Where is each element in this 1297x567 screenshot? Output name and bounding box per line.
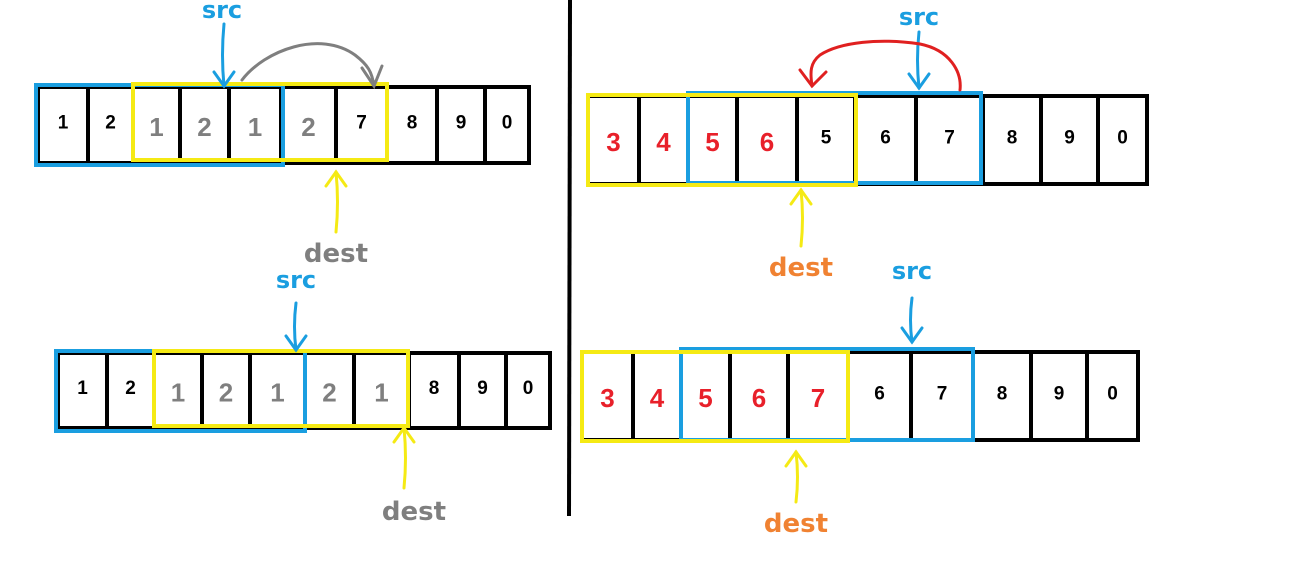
cell-value: 6 — [760, 127, 774, 157]
cell-value: 1 — [270, 378, 284, 408]
cell-value: 0 — [502, 113, 513, 134]
src-range-box — [679, 347, 975, 442]
dest-range-box — [586, 93, 858, 187]
cell-value: 1 — [374, 378, 388, 408]
cell-value: 8 — [429, 378, 440, 399]
dest-range-box — [131, 82, 389, 162]
dest-arrow — [794, 450, 799, 504]
array-cell — [483, 85, 531, 165]
dest-range-box — [152, 349, 410, 428]
src-arrow — [916, 30, 921, 90]
array-diagram-bottom-right: 3 4 5 6 7 6 7 8 9 0 src dest — [580, 257, 1140, 539]
cell-value: 5 — [821, 128, 832, 149]
dest-range-box — [580, 350, 850, 443]
dest-arrow-head — [324, 169, 348, 188]
copy-direction-arrow — [809, 39, 962, 92]
copy-direction-arrow — [240, 42, 376, 88]
cell-value: 9 — [456, 113, 467, 134]
dest-arrow — [334, 170, 339, 234]
cell-value: 4 — [650, 383, 665, 413]
cell-value: 1 — [58, 113, 69, 134]
src-arrow-head — [284, 334, 308, 353]
copy-direction-arrow-head — [360, 64, 384, 90]
cell-value: 1 — [171, 378, 185, 408]
array-cell — [1096, 94, 1149, 186]
cell-value: 6 — [880, 128, 891, 149]
dest-arrow-head — [784, 449, 808, 468]
cell-value: 7 — [811, 383, 825, 413]
cell-value: 2 — [219, 378, 233, 408]
cell-value: 0 — [1107, 384, 1118, 405]
src-label: src — [892, 257, 932, 285]
cell-value: 0 — [523, 378, 534, 399]
src-arrow — [293, 301, 298, 352]
array-diagram-top-left: 1 2 1 2 1 2 7 8 9 0 src dest — [34, 0, 531, 269]
cell-value: 6 — [874, 384, 885, 405]
dest-arrow — [799, 188, 804, 248]
src-label: src — [202, 0, 242, 24]
cell-value: 1 — [77, 378, 88, 399]
cell-value: 2 — [125, 378, 136, 399]
divider-line — [567, 0, 572, 517]
dest-arrow — [402, 426, 407, 490]
cell-value: 8 — [407, 113, 418, 134]
cell-value: 3 — [600, 383, 614, 413]
dest-arrow-head — [789, 187, 813, 206]
cell-value: 9 — [1054, 384, 1065, 405]
cell-value: 2 — [301, 112, 315, 142]
cell-value: 5 — [698, 383, 712, 413]
dest-arrow-head — [392, 425, 416, 444]
src-label: src — [276, 266, 316, 294]
src-arrow-head — [907, 72, 931, 91]
cell-value: 9 — [477, 378, 488, 399]
cell-value: 2 — [322, 378, 336, 408]
copy-direction-arrow-head — [798, 68, 828, 89]
cell-value: 7 — [356, 113, 367, 134]
cell-value: 5 — [705, 127, 719, 157]
src-label: src — [899, 3, 939, 31]
cell-value: 6 — [752, 383, 766, 413]
dest-label: dest — [764, 509, 828, 539]
dest-label: dest — [769, 253, 833, 283]
cell-value: 7 — [937, 384, 948, 405]
src-range-box — [686, 91, 983, 185]
cell-value: 2 — [105, 113, 116, 134]
cell-value: 2 — [197, 112, 211, 142]
cell-value: 8 — [1007, 128, 1018, 149]
cell-value: 8 — [997, 384, 1008, 405]
src-arrow-head — [900, 326, 924, 345]
array-cell — [504, 351, 552, 430]
cell-value: 4 — [656, 127, 671, 157]
cell-value: 0 — [1117, 128, 1128, 149]
dest-label: dest — [304, 239, 368, 269]
src-arrow — [909, 296, 914, 344]
cell-value: 1 — [149, 112, 163, 142]
cell-value: 7 — [944, 128, 955, 149]
cell-value: 9 — [1064, 128, 1075, 149]
cell-value: 3 — [606, 127, 620, 157]
src-arrow — [221, 22, 226, 88]
src-arrow-head — [212, 70, 236, 89]
array-diagram-top-right: 3 4 5 6 5 6 7 8 9 0 src dest — [586, 3, 1149, 283]
dest-label: dest — [382, 497, 446, 527]
cell-value: 1 — [248, 112, 262, 142]
array-cell — [1085, 350, 1140, 442]
